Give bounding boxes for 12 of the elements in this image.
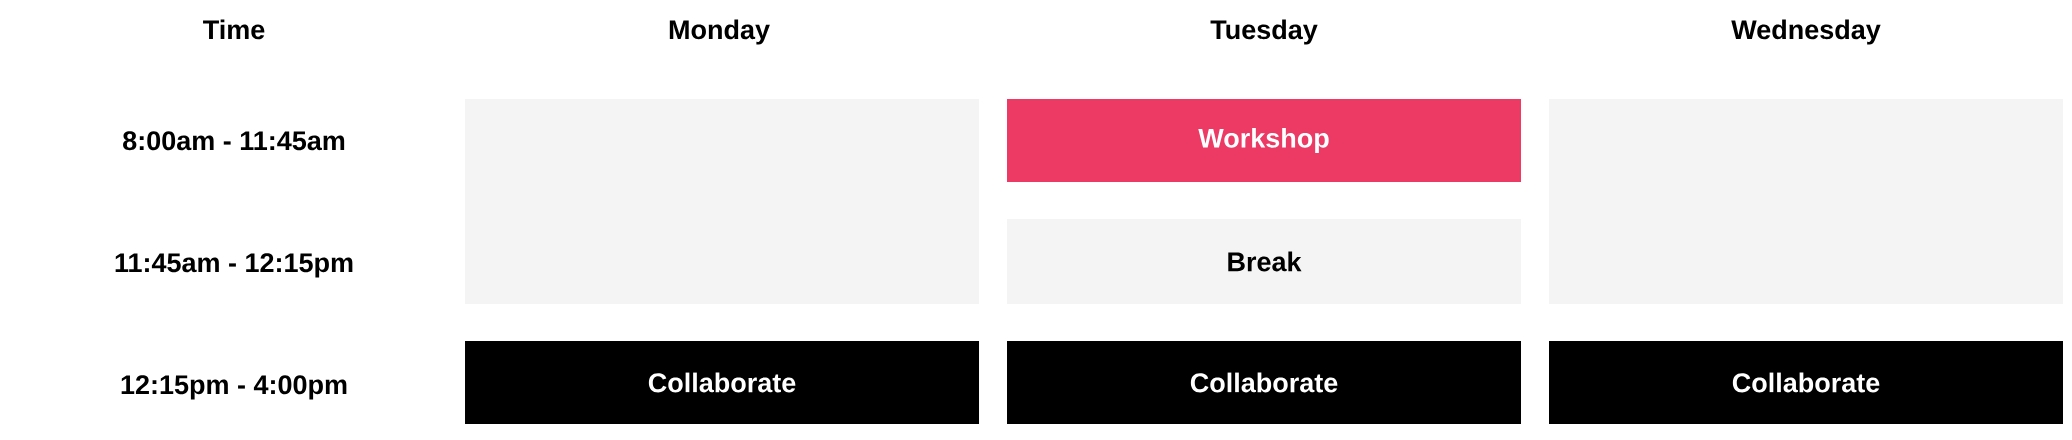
column-header: Monday — [669, 19, 770, 45]
session-box: Collaborate — [465, 341, 979, 424]
column-header: Time — [203, 19, 265, 40]
column-header: Tuesday — [1210, 19, 1318, 45]
session-box: Collaborate — [1007, 341, 1521, 424]
time-label: 8:00am - 11:45am — [123, 131, 345, 151]
time-label: 12:15pm - 4:00pm — [121, 375, 347, 400]
session-box: Break — [1007, 219, 1521, 304]
time-label: 11:45am - 12:15pm — [115, 253, 353, 278]
session-box: Workshop — [1007, 99, 1521, 182]
session-box: Collaborate — [1549, 341, 2063, 424]
column-header: Wednesday — [1731, 19, 1881, 45]
